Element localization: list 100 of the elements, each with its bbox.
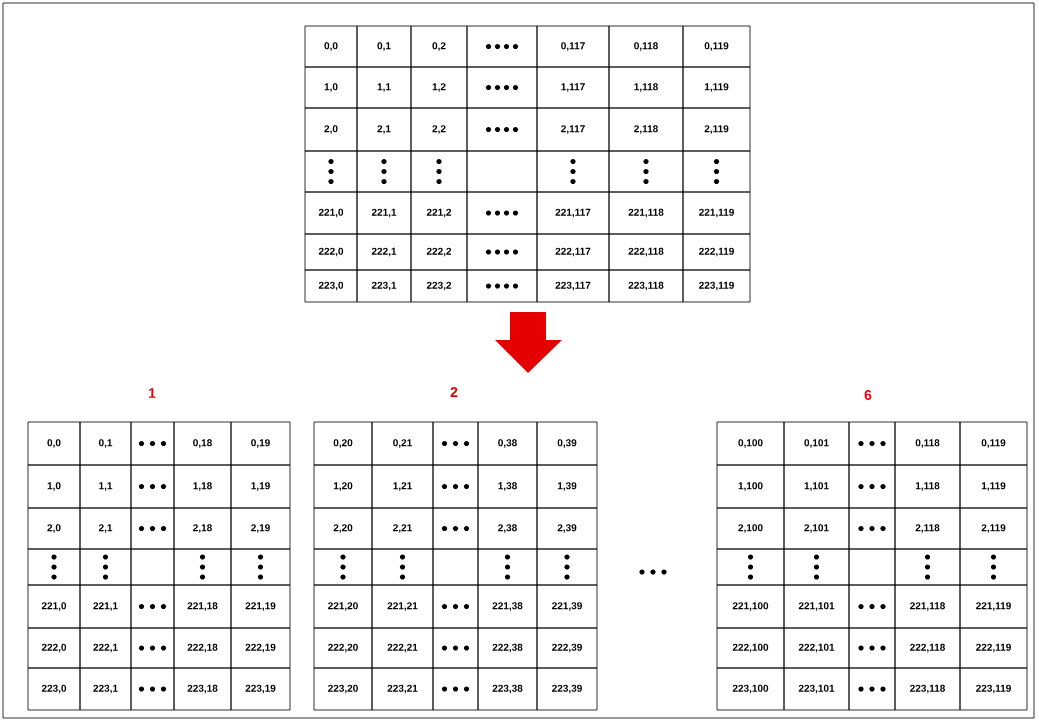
table-cell: 1,39: [536, 464, 598, 509]
table-cell: 0,0: [27, 421, 81, 466]
table-cell: 221,0: [304, 191, 358, 235]
table-cell: 223,118: [608, 269, 684, 303]
table-cell: 223,119: [959, 667, 1028, 711]
table-cell: 1,18: [173, 464, 232, 509]
table-cell: 1,119: [682, 66, 751, 109]
table-cell: 221,18: [173, 584, 232, 629]
table-cell: 2,100: [716, 507, 785, 550]
table-cell: 0,101: [783, 421, 850, 466]
table-cell: 222,118: [894, 627, 961, 669]
table-cell: 0,20: [313, 421, 373, 466]
table-cell: 0,18: [173, 421, 232, 466]
table-cell: 1,117: [536, 66, 610, 109]
table-cell: 2,2: [410, 107, 468, 152]
table-cell: 2,18: [173, 507, 232, 550]
table-cell: 222,18: [173, 627, 232, 669]
table-cell: 223,118: [894, 667, 961, 711]
table-cell: 223,117: [536, 269, 610, 303]
table-cell: 1,19: [230, 464, 291, 509]
table-cell: 221,38: [477, 584, 538, 629]
table-cell: 1,118: [608, 66, 684, 109]
table-cell: 221,118: [608, 191, 684, 235]
table-cell: 223,2: [410, 269, 468, 303]
table-number: 2: [450, 387, 458, 397]
table-cell: 0,1: [79, 421, 132, 466]
table-cell: 1,1: [79, 464, 132, 509]
table-cell: 2,1: [356, 107, 412, 152]
table-cell: 222,100: [716, 627, 785, 669]
table-cell: 1,1: [356, 66, 412, 109]
table-cell: 223,0: [27, 667, 81, 711]
table-cell: 221,2: [410, 191, 468, 235]
table-cell: 221,1: [79, 584, 132, 629]
table-cell: 222,101: [783, 627, 850, 669]
table-number: 6: [864, 390, 872, 400]
table-cell: 221,118: [894, 584, 961, 629]
table-cell: 222,19: [230, 627, 291, 669]
table-cell: 222,20: [313, 627, 373, 669]
table-cell: 2,118: [894, 507, 961, 550]
table-cell: 222,0: [27, 627, 81, 669]
table-cell: 1,20: [313, 464, 373, 509]
table-cell: 0,19: [230, 421, 291, 466]
table-cell: 0,118: [894, 421, 961, 466]
table-cell: 223,119: [682, 269, 751, 303]
table-cell: 222,119: [682, 233, 751, 271]
table-cell: 221,101: [783, 584, 850, 629]
table-cell: 0,39: [536, 421, 598, 466]
table-number: 1: [149, 388, 156, 398]
table-cell: 0,119: [682, 25, 751, 68]
table-cell: 223,38: [477, 667, 538, 711]
table-cell: 222,2: [410, 233, 468, 271]
table-cell: 221,1: [356, 191, 412, 235]
table-cell: 1,38: [477, 464, 538, 509]
table-cell: 2,118: [608, 107, 684, 152]
table-cell: 2,0: [304, 107, 358, 152]
table-cell: 223,18: [173, 667, 232, 711]
table-cell: 222,38: [477, 627, 538, 669]
table-cell: 222,39: [536, 627, 598, 669]
table-cell: 223,39: [536, 667, 598, 711]
table-cell: 221,39: [536, 584, 598, 629]
table-cell: 2,21: [371, 507, 434, 550]
table-cell: 221,119: [682, 191, 751, 235]
table-cell: 222,1: [356, 233, 412, 271]
table-cell: 1,0: [27, 464, 81, 509]
table-cell: 0,1: [356, 25, 412, 68]
table-cell: 222,117: [536, 233, 610, 271]
table-cell: 223,19: [230, 667, 291, 711]
table-cell: 0,2: [410, 25, 468, 68]
table-cell: 1,118: [894, 464, 961, 509]
table-cell: 221,100: [716, 584, 785, 629]
table-cell: 0,38: [477, 421, 538, 466]
table-cell: 221,119: [959, 584, 1028, 629]
table-cell: 222,1: [79, 627, 132, 669]
table-cell: 1,2: [410, 66, 468, 109]
table-cell: 223,1: [356, 269, 412, 303]
table-cell: 1,0: [304, 66, 358, 109]
table-cell: 0,0: [304, 25, 358, 68]
table-cell: 221,0: [27, 584, 81, 629]
table-cell: 2,0: [27, 507, 81, 550]
table-cell: 0,100: [716, 421, 785, 466]
table-cell: 0,117: [536, 25, 610, 68]
table-cell: 2,39: [536, 507, 598, 550]
table-cell: 2,119: [682, 107, 751, 152]
table-cell: 223,101: [783, 667, 850, 711]
table-cell: 221,20: [313, 584, 373, 629]
table-cell: 222,0: [304, 233, 358, 271]
table-cell: 2,1: [79, 507, 132, 550]
table-cell: 1,21: [371, 464, 434, 509]
table-cell: 1,100: [716, 464, 785, 509]
table-cell: 222,118: [608, 233, 684, 271]
table-cell: 0,21: [371, 421, 434, 466]
table-cell: 2,19: [230, 507, 291, 550]
table-cell: 222,119: [959, 627, 1028, 669]
table-cell: 2,119: [959, 507, 1028, 550]
table-cell: 221,21: [371, 584, 434, 629]
table-cell: 223,100: [716, 667, 785, 711]
table-cell: 223,20: [313, 667, 373, 711]
table-cell: 223,1: [79, 667, 132, 711]
table-cell: 223,0: [304, 269, 358, 303]
table-cell: 1,119: [959, 464, 1028, 509]
